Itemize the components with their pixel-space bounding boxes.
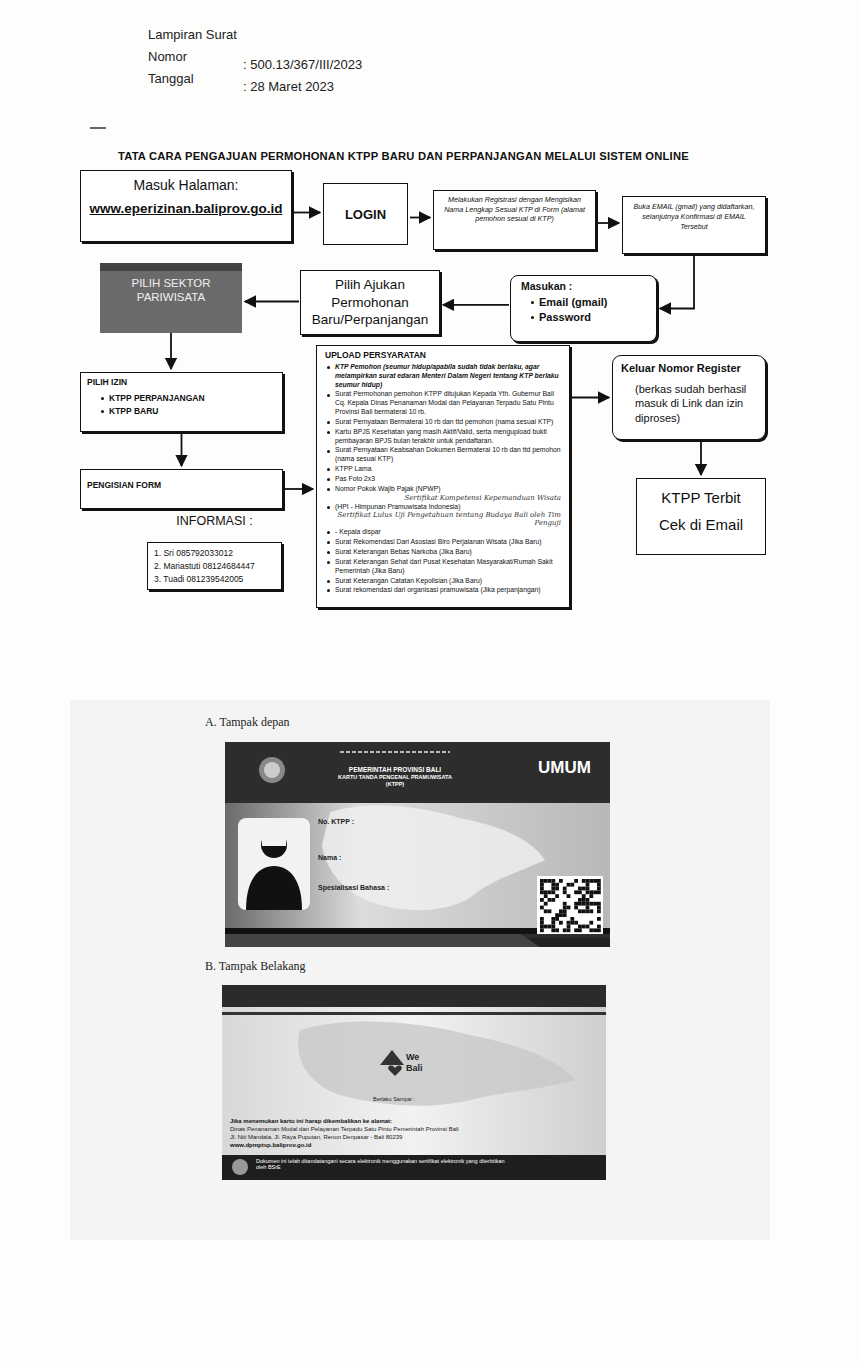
node-text: PENGISIAN FORM: [87, 480, 276, 490]
card-text: No. KTPP :: [318, 818, 354, 826]
requirement-item: Nomor Pokok Wajib Pajak (NPWP): [325, 485, 561, 494]
card-text: PEMERINTAH PROVINSI BALI: [330, 766, 460, 773]
card-text: Dinas Penanaman Modal dan Pelayanan Terp…: [230, 1126, 459, 1133]
box-heading: UPLOAD PERSYARATAN: [325, 350, 561, 360]
flow-arrow: [245, 301, 299, 303]
node-text: Masuk Halaman:: [87, 177, 285, 193]
letter-header: Nomor: [148, 50, 187, 65]
card-text: Berlaku Sampai :: [373, 1096, 415, 1102]
start-box: Masuk Halaman: www.eperizinan.baliprov.go…: [80, 170, 292, 242]
card-text: www.dpmptsp.baliprov.go.id: [230, 1142, 311, 1149]
node-text: Pilih Ajukan Permohonan Baru/Perpanjanga…: [305, 276, 435, 329]
process-box: LOGIN: [323, 183, 408, 245]
flow-arrow: [410, 217, 430, 219]
node-text: Password: [529, 311, 646, 323]
process-box: PENGISIAN FORM: [80, 469, 283, 509]
card-text: We: [406, 1052, 419, 1062]
node-text: KTPP Terbit: [643, 489, 759, 506]
node-text: Keluar Nomor Register: [621, 362, 757, 374]
node-text: 1. Sri 085792033012: [154, 548, 275, 558]
flow-arrow: [443, 304, 509, 306]
flow-arrow: [294, 212, 320, 214]
diagram-title: TATA CARA PENGAJUAN PERMOHONAN KTPP BARU…: [118, 150, 689, 163]
letter-header: Lampiran Surat: [148, 28, 237, 43]
requirement-item: Kartu BPJS Kesehatan yang masih Aktif/Va…: [325, 428, 561, 446]
node-text: KTPP BARU: [99, 406, 276, 416]
flow-arrow: [181, 432, 183, 466]
node-text: PILIH SEKTOR PARIWISATA: [108, 277, 234, 305]
requirement-item: Surat Rekomendasi Dari Asosiasi Biro Per…: [325, 538, 561, 547]
requirement-item: Surat Pernyataan Bermaterai 10 rb dan tt…: [325, 418, 561, 427]
flow-arrow: [700, 440, 702, 475]
contact-box: INFORMASI : 1. Sri 085792033012 2. Mariast…: [147, 514, 282, 614]
box-heading: INFORMASI :: [147, 514, 282, 528]
result-box: KTPP TerbitCek di Email: [636, 478, 766, 555]
requirement-item: KTP Pemohon (seumur hidup/apabila sudah …: [325, 363, 561, 389]
letter-header: : 500.13/367/III/2023: [243, 58, 362, 73]
handwritten-note: Sertifikat Lulus Uji Pengetahuan tentang…: [325, 511, 561, 527]
requirement-item: Surat Permohonan pemohon KTPP ditujukan …: [325, 390, 561, 416]
requirements-box: UPLOAD PERSYARATAN KTP Pemohon (seumur hi…: [316, 345, 570, 608]
node-text: LOGIN: [345, 207, 386, 222]
requirement-item: Surat Keterangan Bebas Narkoba (Jika Bar…: [325, 548, 561, 557]
node-text: 2. Mariastuti 08124684447: [154, 561, 275, 571]
card-text: (KTPP): [330, 781, 460, 787]
letter-header: : 28 Maret 2023: [243, 80, 334, 95]
figure-caption: A. Tampak depan: [205, 716, 290, 730]
handwritten-note: Sertifikat Kompetensi Kepemanduan Wisata: [325, 494, 561, 502]
requirement-item: Surat Pernyataan Keabsahan Dokumen Berma…: [325, 446, 561, 464]
card-text: Jika menemukan kartu ini harap dikembali…: [230, 1118, 392, 1125]
node-text: Melakukan Registrasi dengan Mengisikan N…: [440, 195, 589, 224]
requirement-item: - Kepala dispar: [325, 528, 561, 537]
node-text: Buka EMAIL (gmail) yang didaftarkan, sel…: [629, 202, 759, 232]
process-box: Pilih Ajukan Permohonan Baru/Perpanjanga…: [300, 270, 440, 335]
sector-box: PILIH SEKTOR PARIWISATA: [100, 263, 242, 333]
requirement-item: Surat Keterangan Sehat dari Pusat Keseha…: [325, 558, 561, 576]
node-text: Cek di Email: [643, 516, 759, 533]
card-text: Nama :: [318, 854, 341, 862]
card-text: KARTU TANDA PENGENAL PRAMUWISATA: [330, 774, 460, 780]
requirement-item: KTPP Lama: [325, 465, 561, 474]
flow-arrow: [170, 333, 172, 369]
node-text: (berkas sudah berhasil masuk di Link dan…: [635, 382, 757, 425]
node-text: Masukan :: [521, 280, 646, 292]
letter-header: Tanggal: [148, 72, 194, 87]
node-text: KTPP PERPANJANGAN: [99, 393, 276, 403]
requirement-item: Pas Foto 2x3: [325, 475, 561, 484]
figure-caption: B. Tampak Belakang: [205, 960, 306, 974]
process-box: Melakukan Registrasi dengan Mengisikan N…: [433, 190, 596, 250]
flow-arrow: [598, 222, 619, 224]
result-box: Keluar Nomor Register (berkas sudah berha…: [612, 355, 766, 440]
flow-arrow: [572, 397, 609, 399]
node-text: PILIH IZIN: [87, 377, 276, 387]
node-text: Email (gmail): [529, 296, 646, 308]
flow-arrow: [285, 488, 313, 490]
card-text: Dokumen ini telah ditandatangani secara …: [256, 1158, 506, 1171]
card-text: UMUM: [538, 758, 591, 778]
requirement-item: (HPI - Himpunan Pramuwisata Indonesia): [325, 503, 561, 512]
process-box: Masukan : Email (gmail) Password: [510, 275, 657, 342]
node-text: www.eperizinan.baliprov.go.id: [87, 201, 285, 216]
requirement-item: Surat Keterangan Catatan Kepolisian (Jik…: [325, 577, 561, 586]
requirement-item: Surat rekomendasi dari organisasi pramuw…: [325, 586, 561, 595]
card-text: Spesialisasi Bahasa :: [318, 884, 389, 892]
contact-table: 1. Sri 085792033012 2. Mariastuti 0812468…: [147, 542, 282, 590]
flow-arrow: [660, 254, 694, 309]
process-box: PILIH IZIN KTPP PERPANJANGAN KTPP BARU: [80, 372, 283, 432]
node-text: 3. Tuadi 081239542005: [154, 574, 275, 584]
card-text: Jl. Niti Mandala, Jl. Raya Puputan, Reno…: [230, 1134, 402, 1141]
card-text: Bali: [406, 1063, 423, 1073]
process-box: Buka EMAIL (gmail) yang didaftarkan, sel…: [622, 196, 766, 254]
